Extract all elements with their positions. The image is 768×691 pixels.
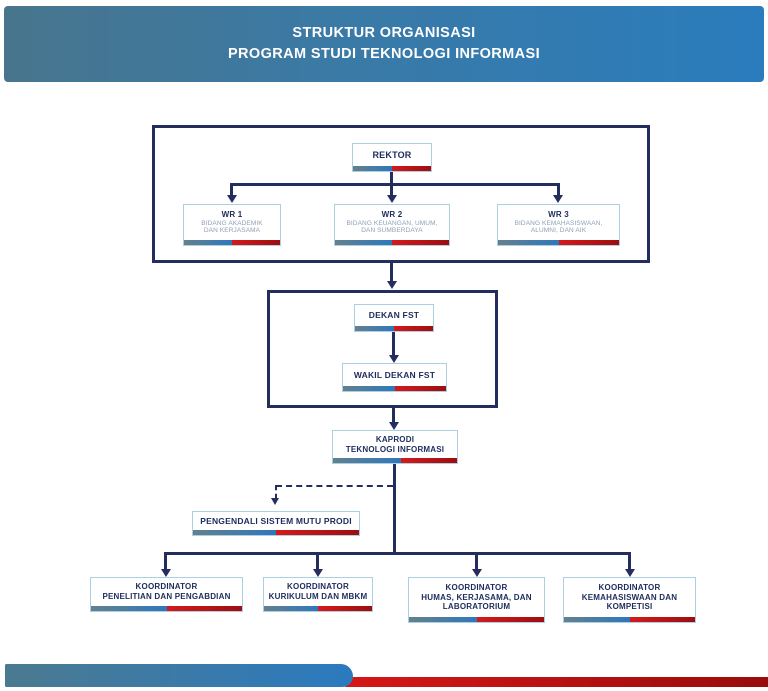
arrow-to-pengendali-mutu <box>271 498 279 505</box>
connector-rektorat-to-dekanat-vertical <box>390 263 393 282</box>
node-subtitle-line2: DAN SUMBERDAYA <box>361 227 423 235</box>
connector-dashed-vertical-pengendali <box>275 485 277 499</box>
node-subtitle-line2: ALUMNI, DAN AIK <box>530 227 587 235</box>
connector-dekanat-to-kaprodi-vertical <box>392 408 395 423</box>
node-subtitle-line2: DAN KERJASAMA <box>203 227 261 235</box>
page-title-line1: STRUKTUR ORGANISASI <box>292 24 476 41</box>
node-title-line1: KOORDINATOR <box>445 583 508 593</box>
node-color-strip <box>409 617 544 622</box>
arrow-to-wr1 <box>227 195 237 203</box>
footer-red-ribbon <box>345 677 768 687</box>
node-title: DEKAN FST <box>368 310 420 321</box>
rektorat-group-frame <box>152 125 650 263</box>
node-title-line1: KOORDINATOR <box>598 583 661 593</box>
org-node-pengendali-mutu: PENGENDALI SISTEM MUTU PRODI <box>192 511 360 536</box>
node-title-line1: KAPRODI <box>375 434 415 444</box>
node-title-line3: LABORATORIUM <box>442 602 511 612</box>
connector-branch-wr1-vertical <box>230 183 233 196</box>
node-title: REKTOR <box>372 149 412 160</box>
arrow-to-koordinator-kemahasiswaan <box>625 569 635 577</box>
org-node-wakil-dekan-fst: WAKIL DEKAN FST <box>342 363 447 392</box>
node-title: WR 1 <box>221 210 243 220</box>
org-node-kaprodi: KAPRODI TEKNOLOGI INFORMASI <box>332 430 458 464</box>
node-title-line2: PENELITIAN DAN PENGABDIAN <box>102 592 231 601</box>
connector-dekan-to-wakil-vertical <box>392 332 395 355</box>
node-color-strip <box>343 386 446 391</box>
node-color-strip <box>184 240 280 245</box>
arrow-to-koordinator-kurikulum <box>313 569 323 577</box>
node-subtitle-line1: BIDANG KEMAHASISWAAN, <box>514 219 603 227</box>
node-title-line1: KOORDINATOR <box>287 582 349 592</box>
node-title-line3: KOMPETISI <box>606 602 653 612</box>
arrow-to-koordinator-humas <box>472 569 482 577</box>
node-subtitle-line1: BIDANG AKADEMIK <box>201 219 263 227</box>
org-node-wr1: WR 1 BIDANG AKADEMIK DAN KERJASAMA <box>183 204 281 246</box>
connector-rektor-branch-horizontal <box>230 183 560 186</box>
connector-branch-koor1-vertical <box>164 552 167 569</box>
arrow-to-wr3 <box>553 195 563 203</box>
node-title: WAKIL DEKAN FST <box>353 369 436 380</box>
footer-blue-ribbon <box>5 664 353 687</box>
connector-koordinator-distribution-horizontal <box>164 552 631 555</box>
page-title-line2: PROGRAM STUDI TEKNOLOGI INFORMASI <box>227 46 541 62</box>
org-node-dekan-fst: DEKAN FST <box>354 304 434 332</box>
node-color-strip <box>355 326 433 331</box>
node-title: WR 3 <box>548 210 569 220</box>
connector-branch-koor4-vertical <box>628 552 631 569</box>
node-title: PENGENDALI SISTEM MUTU PRODI <box>200 515 352 526</box>
dekanat-group-frame <box>267 290 498 408</box>
arrow-to-wr2 <box>387 195 397 203</box>
node-title-line2: HUMAS, KERJASAMA, DAN <box>421 592 532 602</box>
node-color-strip <box>498 240 619 245</box>
node-color-strip <box>335 240 449 245</box>
node-title-line1: KOORDINATOR <box>135 582 198 592</box>
arrow-to-kaprodi <box>389 422 399 430</box>
arrow-to-dekanat-frame <box>387 281 397 289</box>
arrow-to-wakil-dekan <box>389 355 399 363</box>
node-color-strip <box>264 606 372 611</box>
org-node-koordinator-kurikulum: KOORDINATOR KURIKULUM DAN MBKM <box>263 577 373 612</box>
org-node-wr3: WR 3 BIDANG KEMAHASISWAAN, ALUMNI, DAN A… <box>497 204 620 246</box>
org-node-koordinator-penelitian: KOORDINATOR PENELITIAN DAN PENGABDIAN <box>90 577 243 612</box>
connector-dashed-horizontal-pengendali <box>276 485 393 487</box>
node-color-strip <box>564 617 695 622</box>
org-node-wr2: WR 2 BIDANG KEUANGAN, UMUM, DAN SUMBERDA… <box>334 204 450 246</box>
arrow-to-koordinator-penelitian <box>161 569 171 577</box>
node-title: WR 2 <box>381 210 403 220</box>
connector-branch-koor2-vertical <box>316 552 319 569</box>
node-title-line2: KEMAHASISWAAN DAN <box>581 592 678 602</box>
node-color-strip <box>353 166 431 171</box>
org-node-koordinator-kemahasiswaan: KOORDINATOR KEMAHASISWAAN DAN KOMPETISI <box>563 577 696 623</box>
connector-kaprodi-trunk-vertical <box>393 464 396 554</box>
connector-branch-koor3-vertical <box>475 552 478 569</box>
node-title-line2: KURIKULUM DAN MBKM <box>268 592 368 601</box>
node-color-strip <box>91 606 242 611</box>
org-node-koordinator-humas: KOORDINATOR HUMAS, KERJASAMA, DAN LABORA… <box>408 577 545 623</box>
connector-branch-wr3-vertical <box>557 183 560 196</box>
org-node-rektor: REKTOR <box>352 143 432 172</box>
node-color-strip <box>193 530 359 535</box>
node-title-line2: TEKNOLOGI INFORMASI <box>345 444 445 454</box>
node-color-strip <box>333 458 457 463</box>
node-subtitle-line1: BIDANG KEUANGAN, UMUM, <box>346 219 438 227</box>
page-header-banner: STRUKTUR ORGANISASI PROGRAM STUDI TEKNOL… <box>4 6 764 82</box>
